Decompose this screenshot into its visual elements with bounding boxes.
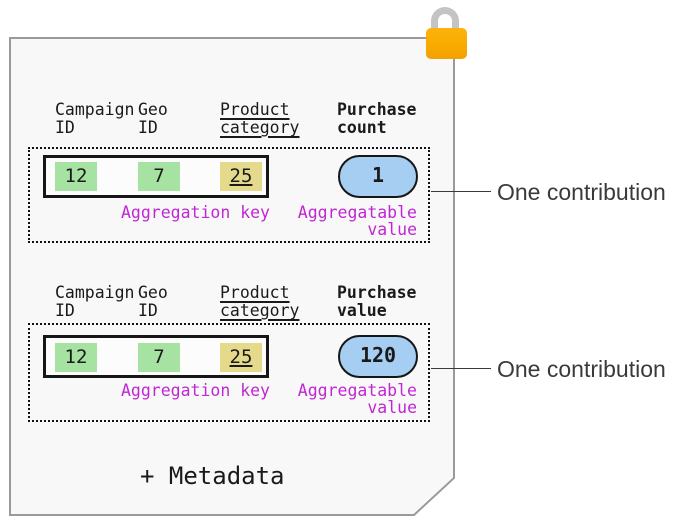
header-purchase-count: Purchase count xyxy=(337,100,417,137)
key-cell-product-category: 25 xyxy=(220,343,262,372)
callout-one-contribution: One contribution xyxy=(497,179,666,205)
header-geo-id: Geo ID xyxy=(138,283,168,320)
header-product-category: Product category xyxy=(220,100,300,137)
metadata-label: + Metadata xyxy=(140,462,285,490)
padlock-shackle-icon xyxy=(431,7,459,35)
contribution-boundary xyxy=(28,147,430,243)
callout-one-contribution: One contribution xyxy=(497,356,666,382)
callout-connector-line xyxy=(431,368,491,369)
aggregatable-value-pill: 1 xyxy=(338,155,418,198)
header-geo-id: Geo ID xyxy=(138,100,168,137)
header-campaign-id: Campaign ID xyxy=(55,100,135,137)
header-purchase-value: Purchase value xyxy=(337,283,417,320)
header-campaign-id: Campaign ID xyxy=(55,283,135,320)
padlock-body-icon xyxy=(426,28,467,59)
key-cell-campaign-id: 12 xyxy=(55,162,97,191)
aggregation-key-label: Aggregation key xyxy=(120,381,270,400)
aggregatable-value-label: Aggregatable value xyxy=(297,381,417,417)
callout-connector-line xyxy=(431,191,491,192)
header-product-category: Product category xyxy=(220,283,300,320)
key-cell-geo-id: 7 xyxy=(138,343,180,372)
aggregatable-value-pill: 120 xyxy=(338,335,418,378)
key-cell-geo-id: 7 xyxy=(138,162,180,191)
key-cell-product-category: 25 xyxy=(220,162,262,191)
aggregatable-value-label: Aggregatable value xyxy=(297,203,417,239)
contribution-boundary xyxy=(28,323,430,422)
key-cell-campaign-id: 12 xyxy=(55,343,97,372)
aggregation-key-label: Aggregation key xyxy=(120,203,270,222)
